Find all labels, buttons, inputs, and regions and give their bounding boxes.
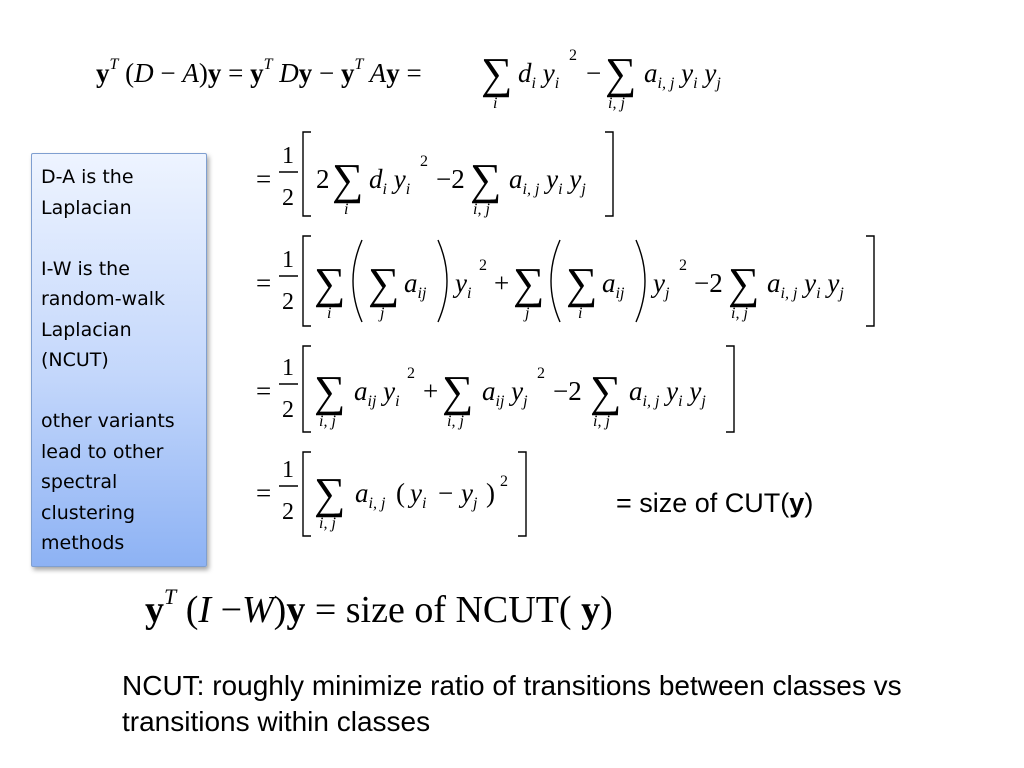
svg-text:2: 2 (316, 164, 330, 194)
cut-size-note: = size of CUT(y) (616, 488, 813, 519)
svg-text:2: 2 (282, 397, 294, 423)
svg-text:yj: yj (458, 478, 478, 512)
svg-text:i: i (578, 305, 582, 322)
equation-line-2: = 1 2 2 ∑ i di yi 2 −2 ∑ i, j ai, j yi y… (256, 131, 614, 218)
svg-text:∑: ∑ (481, 49, 512, 98)
svg-text:yT (D − A)y = yT Dy − yT Ay =: yT (D − A)y = yT Dy − yT Ay = (96, 56, 422, 88)
svg-text:−2: −2 (436, 164, 465, 194)
svg-text:ai, j yi yj: ai, j yi yj (509, 164, 586, 198)
svg-text:i, j: i, j (447, 413, 464, 430)
derivation-equations: yT (D − A)y = yT Dy − yT Ay = ∑ i di yi … (96, 47, 875, 631)
svg-text:ai, j yi yj: ai, j yi yj (767, 268, 844, 302)
svg-text:2: 2 (679, 257, 687, 274)
svg-text:2: 2 (537, 365, 545, 382)
equation-line-4: = 1 2 ∑ i, j aij yi 2 + ∑ i, j aij yj 2 … (256, 345, 735, 433)
svg-text:2: 2 (420, 153, 428, 170)
svg-text:(: ( (396, 478, 405, 508)
ncut-caption: NCUT: roughly minimize ratio of transiti… (122, 670, 902, 737)
svg-text:1: 1 (282, 355, 294, 381)
svg-text:yi: yi (407, 478, 426, 512)
svg-text:aij yi: aij yi (354, 376, 400, 410)
svg-text:−: − (586, 58, 601, 88)
svg-text:ai, j: ai, j (355, 478, 386, 512)
svg-text:∑: ∑ (314, 469, 345, 518)
svg-text:=: = (256, 164, 271, 194)
svg-text:+: + (494, 268, 509, 298)
equation-line-3: = 1 2 ∑ i ∑ j aij yi 2 + ∑ j ∑ i aij yj … (256, 235, 875, 327)
svg-text:i: i (493, 95, 497, 112)
svg-text:aij: aij (602, 268, 625, 302)
svg-text:2: 2 (500, 473, 508, 490)
equation-line-1: yT (D − A)y = yT Dy − yT Ay = ∑ i di yi … (96, 47, 721, 112)
svg-text:ai, j yi yj: ai, j yi yj (644, 58, 721, 92)
svg-text:2: 2 (282, 185, 294, 211)
svg-text:aij yj: aij yj (482, 376, 528, 410)
svg-text:−2: −2 (694, 268, 723, 298)
svg-text:=: = (256, 268, 271, 298)
svg-text:i, j: i, j (473, 201, 490, 218)
svg-text:i: i (327, 305, 331, 322)
svg-text:i, j: i, j (319, 413, 336, 430)
svg-text:∑: ∑ (728, 259, 759, 308)
svg-text:2: 2 (282, 499, 294, 525)
svg-text:aij: aij (404, 268, 427, 302)
svg-text:∑: ∑ (314, 259, 345, 308)
svg-text:∑: ∑ (470, 155, 501, 204)
svg-text:yT (I −W)y = size of NCUT( y): yT (I −W)y = size of NCUT( y) (145, 584, 613, 631)
svg-text:=: = (256, 478, 271, 508)
cut-note-suffix: ) (804, 488, 814, 518)
svg-text:=: = (256, 376, 271, 406)
svg-text:∑: ∑ (590, 367, 621, 416)
cut-note-prefix: = size of CUT( (616, 488, 790, 518)
svg-text:∑: ∑ (442, 367, 473, 416)
svg-text:2: 2 (569, 47, 577, 64)
svg-text:ai, j yi yj: ai, j yi yj (629, 376, 706, 410)
svg-text:2: 2 (479, 257, 487, 274)
svg-text:∑: ∑ (513, 259, 544, 308)
svg-text:yj: yj (650, 268, 670, 302)
svg-text:1: 1 (282, 457, 294, 483)
svg-text:yi: yi (452, 268, 471, 302)
laplacian-note-box: D-A is the Laplacian I-W is the random-w… (31, 153, 207, 567)
svg-text:2: 2 (282, 289, 294, 315)
note-paragraph: I-W is the random-walk Laplacian (NCUT) (41, 257, 166, 372)
note-paragraph: D-A is the Laplacian (41, 166, 134, 219)
svg-text:i: i (344, 201, 348, 218)
svg-text:2: 2 (407, 365, 415, 382)
svg-text:∑: ∑ (314, 367, 345, 416)
svg-text:∑: ∑ (566, 259, 597, 308)
note-paragraph: other variants lead to other spectral cl… (41, 410, 175, 554)
svg-text:di yi: di yi (369, 164, 410, 198)
svg-text:): ) (486, 478, 495, 508)
svg-text:∑: ∑ (605, 49, 636, 98)
svg-text:+: + (423, 376, 438, 406)
svg-text:−2: −2 (553, 376, 582, 406)
svg-text:di yi: di yi (518, 58, 559, 92)
equation-line-5: = 1 2 ∑ i, j ai, j ( yi − yj ) 2 (256, 451, 527, 537)
svg-text:i, j: i, j (593, 413, 610, 430)
svg-text:i, j: i, j (608, 95, 625, 112)
svg-text:1: 1 (282, 247, 294, 273)
svg-text:∑: ∑ (368, 259, 399, 308)
svg-text:i, j: i, j (731, 305, 748, 322)
svg-text:j: j (523, 305, 530, 322)
svg-text:i, j: i, j (319, 515, 336, 532)
svg-text:−: − (438, 478, 453, 508)
svg-text:∑: ∑ (332, 155, 363, 204)
svg-text:1: 1 (282, 143, 294, 169)
ncut-equation: yT (I −W)y = size of NCUT( y) (145, 584, 613, 631)
svg-text:j: j (378, 305, 385, 322)
cut-note-y: y (789, 488, 805, 518)
